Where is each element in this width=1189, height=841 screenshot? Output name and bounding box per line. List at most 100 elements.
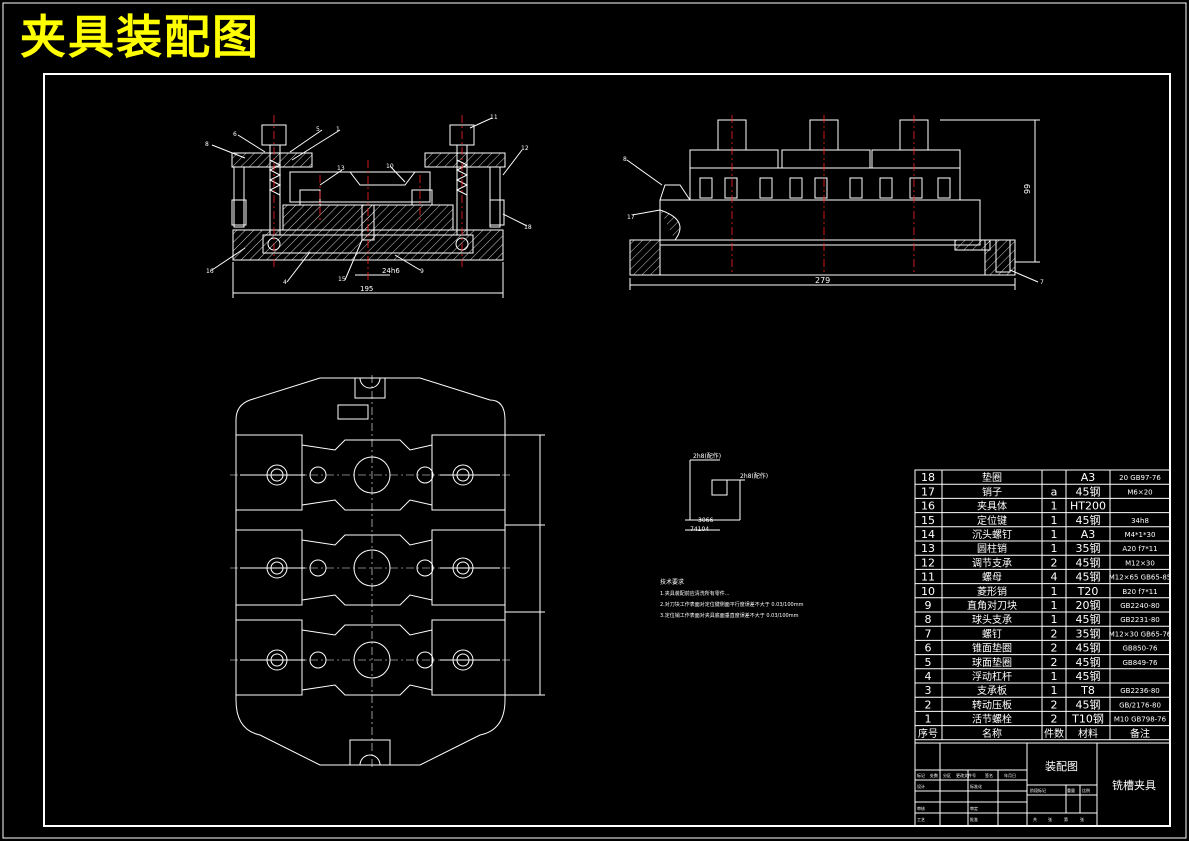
bom-row-no: 9 — [925, 599, 932, 612]
bom-row-no: 16 — [921, 500, 935, 513]
bom-row-material: T10钢 — [1071, 713, 1104, 726]
bom-row-material: 45钢 — [1076, 613, 1101, 626]
title-mid-label: 标准化 — [970, 783, 982, 789]
plan-view — [235, 377, 545, 766]
dimension-height: 99 — [1023, 184, 1032, 194]
bom-row-no: 1 — [925, 713, 932, 726]
title-stage-label: 阶段标记 — [1030, 787, 1046, 793]
bom-row-name: 螺母 — [982, 572, 1002, 584]
title-left-label: 设计 — [917, 783, 925, 789]
bom-row-material: 20钢 — [1076, 599, 1101, 612]
bom-row-name: 支承板 — [977, 684, 1007, 697]
notes-line: 1.夹具装配前应清洗所有零件... — [660, 590, 730, 597]
bom-row-name: 销子 — [982, 485, 1002, 498]
bom-row-remark: M12×30 GB65-76 — [1109, 630, 1172, 638]
bom-row-material: 35钢 — [1076, 542, 1101, 555]
bom-row-no: 13 — [921, 542, 935, 555]
bom-row-no: 3 — [925, 684, 932, 697]
bom-row-remark: 20 GB97-76 — [1119, 474, 1161, 482]
balloon-label: 8 — [205, 141, 209, 148]
bom-row-material: 45钢 — [1076, 514, 1101, 527]
title-sheet-label: 共 — [1033, 816, 1037, 822]
bom-row-name: 菱形销 — [977, 585, 1007, 598]
bom-row-no: 4 — [925, 670, 932, 683]
bom-row-name: 垫圈 — [982, 471, 1002, 484]
title-sheet-label: 张 — [1080, 816, 1084, 822]
bom-row-name: 锥面垫圈 — [972, 642, 1012, 655]
front-view — [626, 119, 1040, 290]
title-mid-label: 审定 — [970, 805, 978, 811]
bom-row-qty: 2 — [1051, 713, 1058, 726]
detail-label: 74104 — [690, 526, 709, 533]
technical-notes: 技术要求 1.夹具装配前应清洗所有零件... 2.对刀块工作表面对定位键侧面平行… — [660, 578, 804, 619]
title-row-label: 处数 — [930, 772, 938, 778]
bom-row-name: 浮动杠杆 — [972, 670, 1012, 683]
balloon-label: 17 — [627, 214, 635, 221]
bom-row-material: T8 — [1080, 684, 1095, 697]
bom-row-material: 35钢 — [1076, 627, 1101, 640]
title-left-label: 工艺 — [917, 817, 925, 822]
dimension-width: 195 — [360, 285, 373, 293]
bom-row-name: 沉头螺钉 — [972, 528, 1012, 541]
detail-label: 3066 — [698, 517, 713, 524]
title-block-text: 装配图 铣槽夹具 标记 处数 分区 更改文件号 签名 年月日 设计 审核 工艺 … — [917, 760, 1156, 822]
bom-row-qty: 2 — [1051, 556, 1058, 569]
bom-row-material: 45钢 — [1076, 670, 1101, 683]
bom-row-material: A3 — [1081, 471, 1096, 484]
title-mid-label: 批准 — [970, 816, 978, 822]
bom-row-no: 15 — [921, 514, 935, 527]
bom-row-qty: 1 — [1051, 613, 1058, 626]
bom-row-qty: 1 — [1051, 670, 1058, 683]
title-stage-label: 比例 — [1082, 787, 1090, 793]
bom-row-no: 17 — [921, 485, 935, 498]
bom-row-material: 45钢 — [1076, 642, 1101, 655]
title-block — [914, 742, 1171, 827]
bom-row-name: 直角对刀块 — [967, 599, 1017, 612]
detail-label: 2h8(配作) — [693, 452, 721, 460]
balloon-label: 4 — [283, 279, 287, 286]
title-left-label: 审核 — [917, 805, 925, 811]
bom-row-material: 45钢 — [1076, 698, 1101, 711]
title-row-label: 分区 — [943, 772, 951, 778]
bom-row-material: 45钢 — [1076, 485, 1101, 498]
balloon-label: 10 — [386, 163, 394, 170]
bom-row-qty: 1 — [1051, 542, 1058, 555]
bom-row-qty: 1 — [1051, 585, 1058, 598]
balloon-label: 11 — [490, 114, 498, 121]
bom-row-no: 11 — [921, 571, 935, 584]
bom-row-material: HT200 — [1070, 500, 1106, 513]
clamp-row-2 — [235, 529, 506, 606]
notes-line: 2.对刀块工作表面对定位键侧面平行度误差不大于 0.03/100mm — [660, 601, 804, 608]
bom-row-no: 18 — [921, 471, 935, 484]
title-row-label: 标记 — [917, 772, 925, 778]
dimension-width: 279 — [815, 276, 830, 285]
bom-row-qty: 1 — [1051, 528, 1058, 541]
bom-row-no: 2 — [925, 698, 932, 711]
bom-row-name: 圆柱销 — [977, 542, 1007, 555]
bom-header-no: 序号 — [918, 727, 938, 740]
bom-row-qty: 1 — [1051, 684, 1058, 697]
bom-row-qty: 2 — [1051, 627, 1058, 640]
title-stage-label: 重量 — [1067, 787, 1075, 793]
bom-row-no: 12 — [921, 556, 935, 569]
bom-row-remark: GB/2176-80 — [1119, 701, 1161, 709]
bom-row-qty: 1 — [1051, 514, 1058, 527]
title-row-label: 更改文件号 — [956, 772, 976, 778]
title-row-label: 签名 — [985, 772, 993, 778]
balloon-label: 13 — [337, 165, 345, 172]
bom-row-remark: GB2231-80 — [1120, 616, 1159, 624]
balloon-label: 5 — [316, 126, 320, 133]
bom-row-material: T20 — [1077, 585, 1099, 598]
notes-heading: 技术要求 — [660, 578, 684, 586]
bom-row-qty: 1 — [1051, 599, 1058, 612]
notes-line: 3.定位销工作表面对夹具底面垂直度误差不大于 0.03/100mm — [660, 612, 799, 619]
dimension-fit: 24h6 — [382, 267, 400, 275]
bom-row-remark: M12×65 GB65-85 — [1109, 574, 1172, 582]
drawing-title: 夹具装配图 — [20, 10, 260, 64]
inner-border — [43, 73, 1171, 827]
bom-row-qty: 4 — [1051, 571, 1058, 584]
bom-row-remark: GB2240-80 — [1120, 602, 1159, 610]
